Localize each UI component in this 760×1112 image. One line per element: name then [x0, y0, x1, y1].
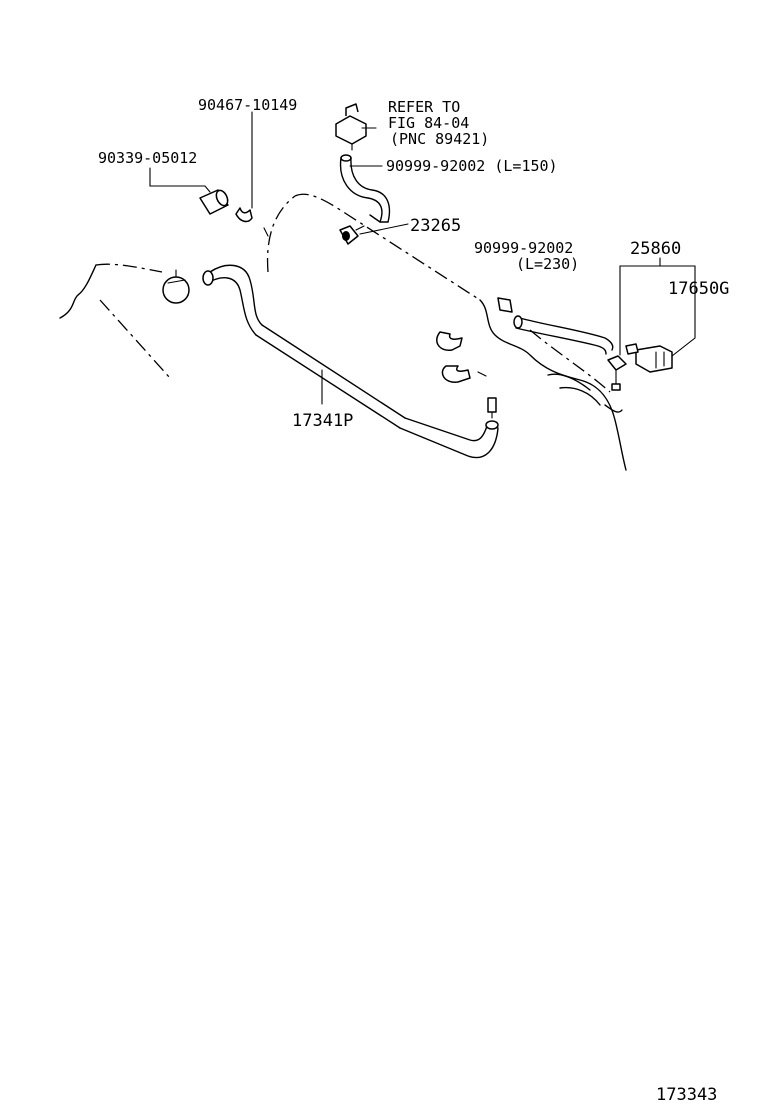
plug-90339: [199, 189, 229, 215]
clip-90467: [235, 207, 269, 237]
filler-cap: [162, 269, 190, 304]
hose-150: [339, 154, 391, 223]
hose-17341p: [202, 264, 499, 459]
label-90999-l150: 90999-92002 (L=150): [386, 157, 558, 175]
label-17650g: 17650G: [668, 279, 729, 299]
label-90467: 90467-10149: [198, 96, 297, 114]
label-90999-l230-line2: (L=230): [516, 255, 579, 273]
vsv-valve: [607, 343, 673, 391]
hose-clamps: [436, 331, 497, 419]
vacuum-switch: [335, 103, 367, 151]
label-90339: 90339-05012: [98, 149, 197, 167]
label-refer-line3: (PNC 89421): [390, 130, 489, 148]
label-23265: 23265: [410, 216, 461, 236]
label-refer-line2: FIG 84-04: [388, 114, 469, 132]
hose-230: [497, 297, 614, 355]
label-17341p: 17341P: [292, 411, 353, 431]
label-25860: 25860: [630, 239, 681, 259]
fitting-23265: [339, 225, 365, 245]
leader-lines: [149, 111, 696, 405]
figure-number: 173343: [656, 1085, 717, 1105]
label-refer-line1: REFER TO: [388, 98, 460, 116]
engine-outline: [59, 193, 627, 471]
label-90999-l230-line1: 90999-92002: [474, 239, 573, 257]
